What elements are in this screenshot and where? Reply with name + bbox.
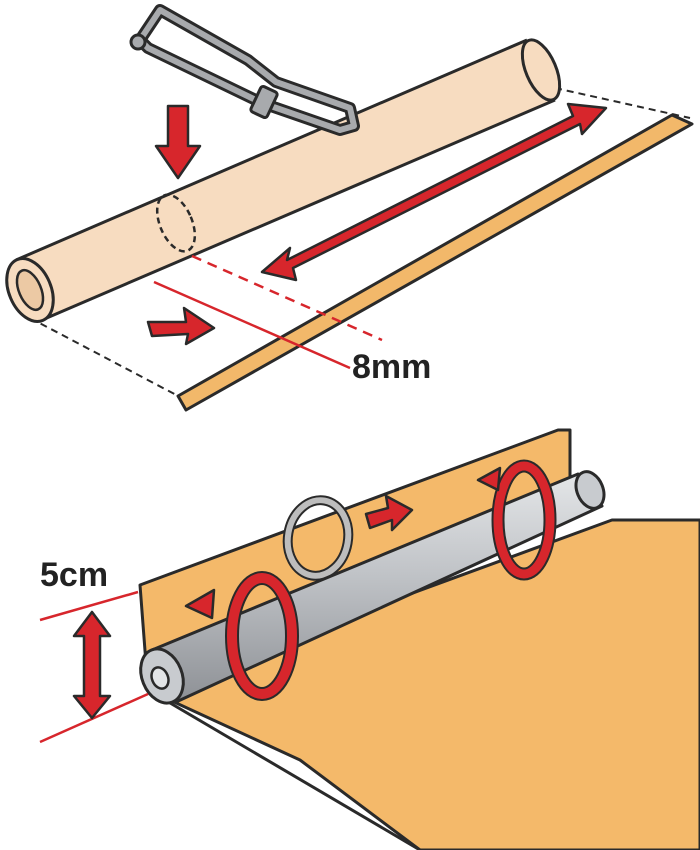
bottom-panel: 5cm [39, 428, 700, 850]
red-rotation-arrow-left [184, 571, 299, 701]
hacksaw-icon [129, 4, 360, 136]
pipe [5, 38, 562, 323]
red-vertical-double-arrow [72, 610, 112, 720]
cut-ring-dashed [155, 193, 197, 253]
red-down-arrow [154, 104, 202, 180]
red-slide-arrow [364, 494, 414, 532]
floor-board [146, 518, 700, 850]
red-rotation-arrow-right [476, 459, 557, 581]
height-marker-lines [39, 590, 149, 744]
top-panel: 8mm [5, 4, 694, 412]
red-right-arrow [146, 306, 216, 346]
measurement-label-5cm: 5cm [40, 556, 108, 594]
width-marker-lines [153, 254, 383, 370]
cut-strip [176, 113, 694, 412]
measurement-label-8mm: 8mm [352, 348, 431, 386]
red-double-arrow [260, 102, 608, 282]
metal-rod [139, 470, 606, 705]
guide-dashed-lines [29, 87, 691, 399]
